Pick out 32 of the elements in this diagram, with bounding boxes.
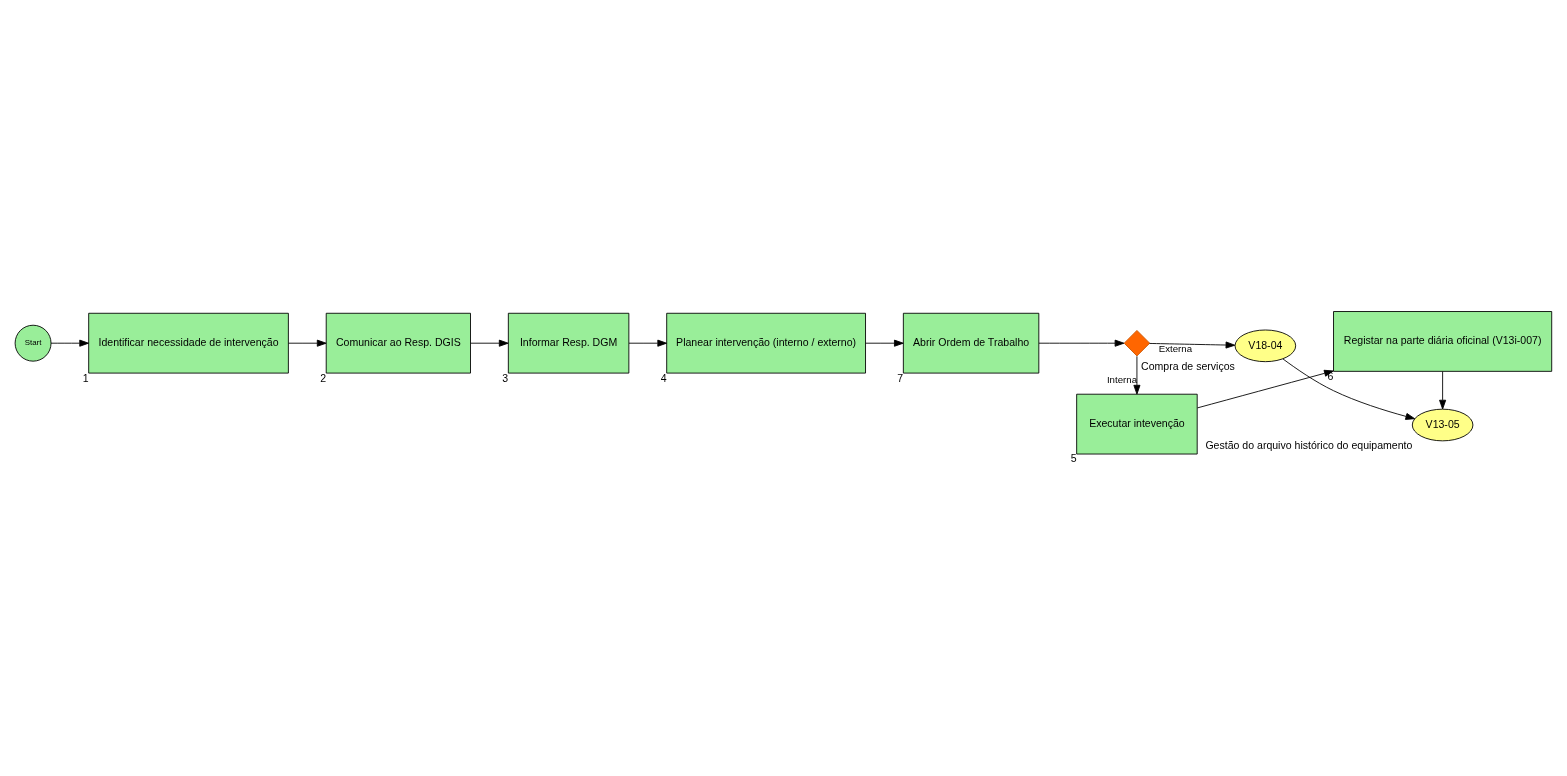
node-label: 4 <box>660 371 667 384</box>
arrow <box>1282 357 1416 420</box>
node-box: Registar na parte diária oficinal (V13i-007) <box>1333 310 1553 372</box>
node-label: 5 <box>1070 451 1077 464</box>
arrow <box>628 339 668 347</box>
node-box: Informar Resp. DGM <box>507 312 630 374</box>
node-ellipse: V18-04 <box>1234 329 1297 362</box>
node-label: 7 <box>897 371 904 384</box>
node-label: 2 <box>320 371 327 384</box>
arrow <box>865 339 904 347</box>
arrow <box>470 339 509 347</box>
node-box: Executar intevenção <box>1076 393 1198 454</box>
arrow <box>1439 370 1447 409</box>
node-box: Abrir Ordem de Trabalho <box>902 312 1040 374</box>
node-circle: Start <box>14 324 52 362</box>
node-label: 1 <box>82 371 89 384</box>
node-box: Identificar necessidade de intervenção <box>88 312 289 374</box>
arrow <box>1038 339 1125 347</box>
node-label: Gestão do arquivo histórico do equipamento <box>1205 438 1413 451</box>
arrow <box>50 339 89 347</box>
node-box: Planear intervenção (interno / externo) <box>666 312 866 374</box>
edge-label: Interna <box>1106 373 1138 385</box>
node-label: 3 <box>502 371 509 384</box>
arrow <box>1197 369 1334 408</box>
arrow <box>288 339 327 347</box>
arrow <box>1133 355 1141 395</box>
node-box: Comunicar ao Resp. DGIS <box>325 312 471 374</box>
node-ellipse: V13-05 <box>1411 408 1474 441</box>
node-label: Compra de serviços <box>1141 359 1235 372</box>
edge-label: Externa <box>1158 342 1193 354</box>
node-diamond <box>1123 329 1151 356</box>
arrow <box>1149 341 1236 349</box>
